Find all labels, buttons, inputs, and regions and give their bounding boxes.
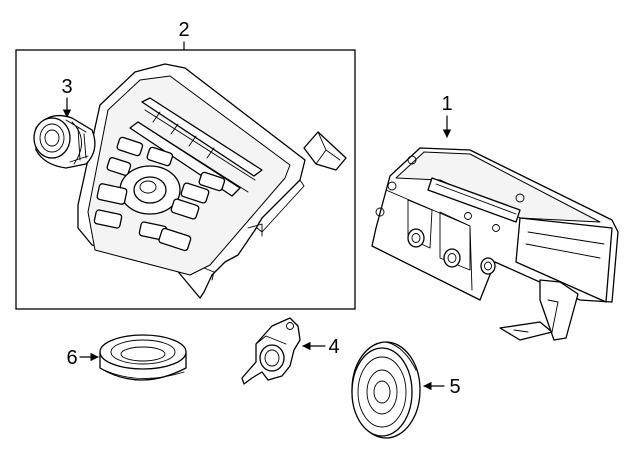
assembly-box-outline (15, 49, 356, 310)
callout-4-label: 4 (328, 336, 339, 358)
callout-5-label: 5 (449, 376, 460, 398)
retainer-clip-part (303, 131, 347, 171)
tweeter-part (241, 317, 301, 385)
callout-1-label: 1 (441, 93, 452, 115)
speaker-ring-part (99, 334, 187, 381)
callout-6-label: 6 (66, 347, 77, 369)
radio-chassis-part (371, 147, 619, 341)
callout-2: 2 (178, 19, 190, 51)
callout-3: 3 (61, 76, 73, 118)
callout-6: 6 (66, 347, 99, 369)
callout-3-label: 3 (61, 76, 72, 98)
callout-4: 4 (302, 336, 340, 358)
speaker-part (351, 341, 421, 439)
callout-5: 5 (423, 376, 461, 398)
knob-part (33, 114, 96, 169)
control-panel-part (77, 63, 306, 299)
callout-1: 1 (441, 93, 453, 138)
callout-2-label: 2 (178, 19, 189, 41)
